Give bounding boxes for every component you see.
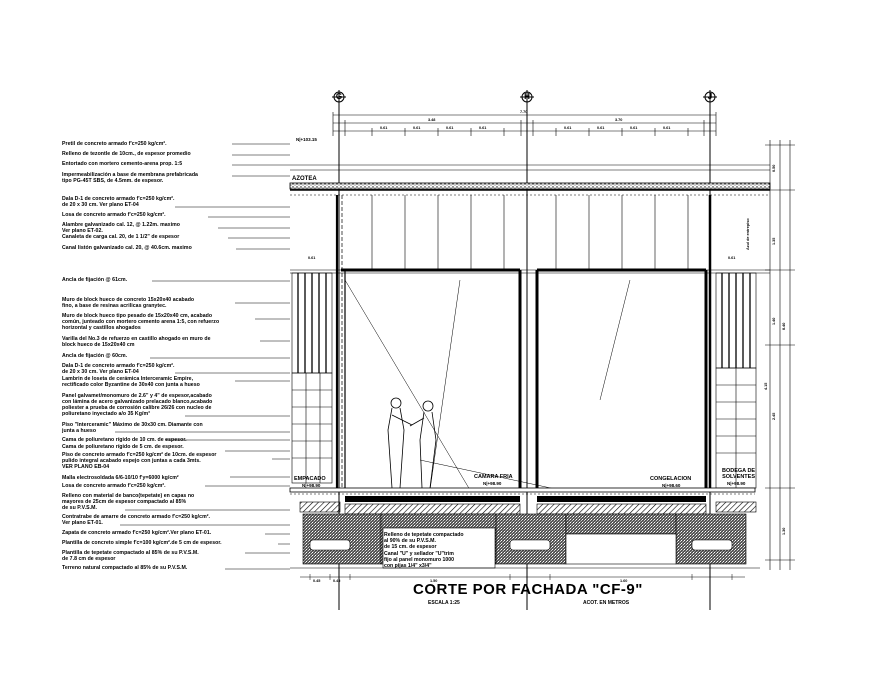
- note-zapata: Zapata de concreto armado f'c=250 kg/cm²…: [62, 530, 212, 536]
- people-figures: [387, 397, 437, 489]
- room-camara-fria-level: N|+98.90: [483, 481, 502, 486]
- note-pretil: Pretil de concreto armado f'c=250 kg/cm²…: [62, 141, 167, 147]
- note-piso-interceramic: Piso "Interceramic" Máximo de 30x30 cm. …: [62, 422, 203, 434]
- drawing-scale: ESCALA 1:25: [428, 600, 460, 606]
- note-losa-2: Losa de concreto armado f'c=250 kg/cm².: [62, 483, 166, 489]
- note-malla: Malla electrosoldada 6/6-10/10 f'y=6000 …: [62, 475, 179, 481]
- bottom-dimensions: [300, 574, 745, 580]
- note-alambre: Alambre galvanizado cal. 12, @ 1.22m. ma…: [62, 222, 180, 234]
- room-camara-fria: CAMARA FRIA: [474, 474, 513, 480]
- note-terreno: Terreno natural compactado al 85% de su …: [62, 565, 188, 571]
- dim-left-detail: 0.61: [308, 256, 316, 260]
- vdim-note: Azul de entrepiso: [746, 218, 750, 250]
- note-varilla: Varilla del No.3 de refuerzo en castillo…: [62, 336, 211, 348]
- note-ancla-60: Ancla de fijación @ 60cm.: [62, 353, 128, 359]
- vdim-6: 1.30: [782, 527, 786, 535]
- note-panel: Panel galvamet/monomuro de 2.6" y 4" de …: [62, 393, 213, 417]
- note-muro-block-pesado: Muro de block hueco tipo pesado de 15x20…: [62, 313, 220, 331]
- note-piso-concreto: Piso de concreto armado f'c=250 kg/cm² d…: [62, 452, 217, 470]
- dim-spacing: 0.61: [663, 126, 671, 130]
- room-congelacion: CONGELACION: [650, 476, 692, 482]
- dim-spacing: 0.61: [446, 126, 454, 130]
- dim-bottom-right: 1.60: [620, 579, 628, 583]
- note-cama-5: Cama de poliuretano rígido de 5 cm. de e…: [62, 444, 184, 450]
- vdim-3: 1.40: [772, 317, 776, 325]
- floor-assembly: [289, 487, 757, 515]
- note-dala-2: Dala D-1 de concreto armado f'c=250 kg/c…: [62, 363, 175, 375]
- note-canal-liston: Canal listón galvanizado cal. 20, @ 40.6…: [62, 245, 192, 251]
- note-plantilla-concreto: Plantilla de concreto simple f'c=100 kg/…: [62, 540, 222, 546]
- room-empacado-level: N|+98.90: [302, 483, 321, 488]
- vdim-4: 2.45: [772, 412, 776, 420]
- dim-bottom-left: 0.45: [313, 579, 321, 583]
- drawing-title: CORTE POR FACHADA "CF-9": [413, 581, 643, 598]
- note-dala-1: Dala D-1 de concreto armado f'c=250 kg/c…: [62, 196, 175, 208]
- dim-spacing: 0.61: [479, 126, 487, 130]
- dim-spacing: 0.61: [630, 126, 638, 130]
- dim-bay-2: 3.70: [615, 118, 623, 122]
- room-congelacion-level: N|+98.60: [662, 483, 681, 488]
- dim-spacing: 0.61: [597, 126, 605, 130]
- dim-bottom-mid: 1.50: [430, 579, 438, 583]
- dim-spacing: 0.61: [564, 126, 572, 130]
- drawing-units: ACOT. EN METROS: [583, 600, 630, 606]
- room-empacado: EMPACADO: [294, 476, 326, 482]
- roof-assembly: [289, 164, 771, 274]
- cold-room-panels: [341, 195, 708, 491]
- dim-overall: 7.70: [520, 110, 528, 114]
- dim-right-detail: 0.61: [728, 256, 736, 260]
- foundation: [290, 513, 760, 569]
- dim-spacing: 0.61: [380, 126, 388, 130]
- axis-label-j: J: [707, 92, 713, 101]
- dim-bottom-left: 0.45: [333, 579, 341, 583]
- note-impermeabilizacion: Impermeabilización a base de membrana pr…: [62, 172, 198, 184]
- note-lambrin: Lambrin de loseta de cerámica Interceram…: [62, 376, 200, 388]
- vdim-1: 0.50: [772, 164, 776, 172]
- note-relleno-tezontle: Relleno de tezontle de 10cm., de espesor…: [62, 151, 191, 157]
- right-dimensions: [765, 140, 795, 570]
- room-bodega-solventes: BODEGA DE SOLVENTES: [722, 468, 756, 480]
- callout-relleno-tepetate: Relleno de tepetate compactado al 90% de…: [384, 532, 464, 570]
- vdim-total: 8.40: [782, 322, 786, 330]
- note-losa: Losa de concreto armado f'c=250 kg/cm².: [62, 212, 166, 218]
- top-dimensions: [332, 112, 717, 136]
- axis-label-g: G: [335, 92, 343, 101]
- note-plantilla-tepetate: Plantilla de tepetate compactado al 85% …: [62, 550, 199, 562]
- note-contratrabe: Contratrabe de amarre de concreto armado…: [62, 514, 211, 526]
- roof-label: AZOTEA: [292, 176, 317, 182]
- vdim-2: 1.35: [772, 237, 776, 245]
- note-cama-10: Cama de poliuretano rígido de 10 cm. de …: [62, 437, 187, 443]
- note-muro-block-fino: Muro de block hueco de concreto 15x20x40…: [62, 297, 195, 309]
- vdim-5: 4.15: [764, 382, 768, 390]
- axis-label-h: H: [524, 92, 530, 101]
- top-level: N|+103.15: [296, 137, 317, 142]
- room-bodega-level: N|+98.90: [727, 481, 746, 486]
- dim-spacing: 0.61: [413, 126, 421, 130]
- left-wall: [291, 195, 343, 490]
- note-ancla-61: Ancla de fijación @ 61cm.: [62, 277, 128, 283]
- dim-bay-1: 3.48: [428, 118, 436, 122]
- note-relleno-banco: Relleno con material de banco(tepetate) …: [62, 493, 195, 511]
- note-leaders: [115, 143, 290, 570]
- note-entortado: Entortado con mortero cemento-arena prop…: [62, 161, 183, 167]
- note-canaleta: Canaleta de carga cal. 20, de 1 1/2" de …: [62, 234, 180, 240]
